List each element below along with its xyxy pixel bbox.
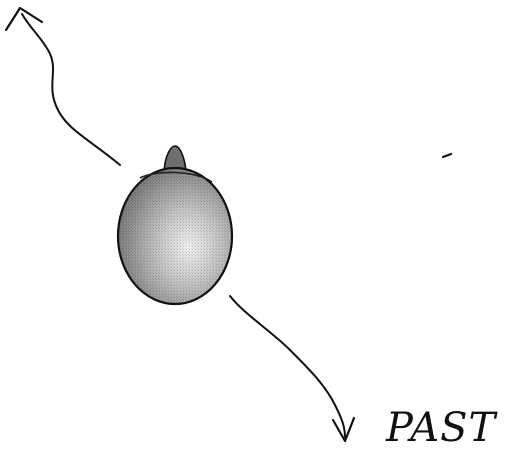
small-dash-mark xyxy=(443,154,451,157)
egg-texture xyxy=(119,169,231,303)
lower-arrow-line xyxy=(230,296,345,437)
egg-cell xyxy=(118,146,232,304)
past-label: PAST xyxy=(386,408,496,448)
upper-arrow-line xyxy=(22,14,120,165)
